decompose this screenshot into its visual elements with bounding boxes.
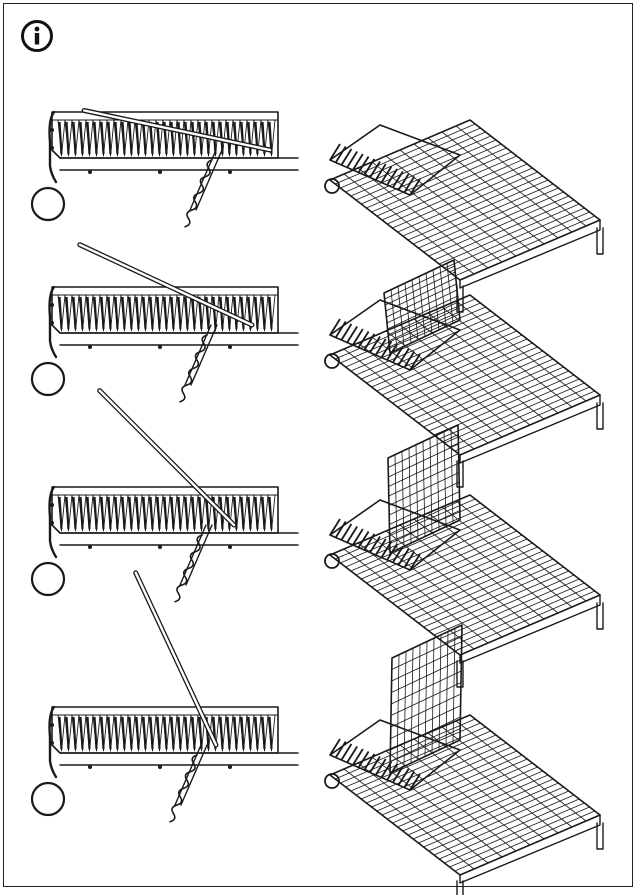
lounger-iso-diagram [324, 424, 604, 688]
notched-bracket [184, 149, 223, 228]
woven-seat-frame [30, 285, 299, 397]
page-frame [3, 3, 633, 887]
backrest-rod [77, 242, 255, 328]
lounger-iso-diagram [324, 259, 604, 488]
backrest-rod [81, 107, 273, 153]
notched-bracket [169, 744, 208, 823]
info-circle-icon [21, 20, 53, 52]
wheel [30, 561, 66, 597]
seat-grid [324, 294, 604, 488]
notched-bracket [179, 324, 218, 403]
seat-grid [324, 714, 604, 895]
step-3 [0, 388, 638, 688]
step-1 [0, 100, 638, 313]
backrest-panel [389, 624, 463, 774]
backrest-panel [387, 424, 461, 554]
side-view-diagram [30, 242, 299, 403]
woven-head-basket [329, 719, 461, 791]
woven-head-basket [329, 124, 461, 196]
woven-seat-frame [30, 485, 299, 597]
woven-seat-frame [30, 705, 299, 817]
notched-bracket [174, 524, 213, 603]
lounger-iso-diagram [324, 119, 604, 313]
backrest-rod [97, 388, 237, 528]
step-4 [0, 570, 638, 895]
side-view-diagram [30, 388, 299, 603]
side-view-diagram [30, 107, 299, 228]
step-2 [0, 242, 638, 488]
wheel [30, 361, 66, 397]
backrest-panel [383, 259, 461, 354]
wheel [30, 781, 66, 817]
backrest-rod [133, 570, 219, 748]
seat-grid [324, 119, 604, 313]
side-view-diagram [30, 570, 299, 823]
lounger-iso-diagram [324, 624, 604, 895]
wheel [30, 186, 66, 222]
seat-grid [324, 494, 604, 688]
